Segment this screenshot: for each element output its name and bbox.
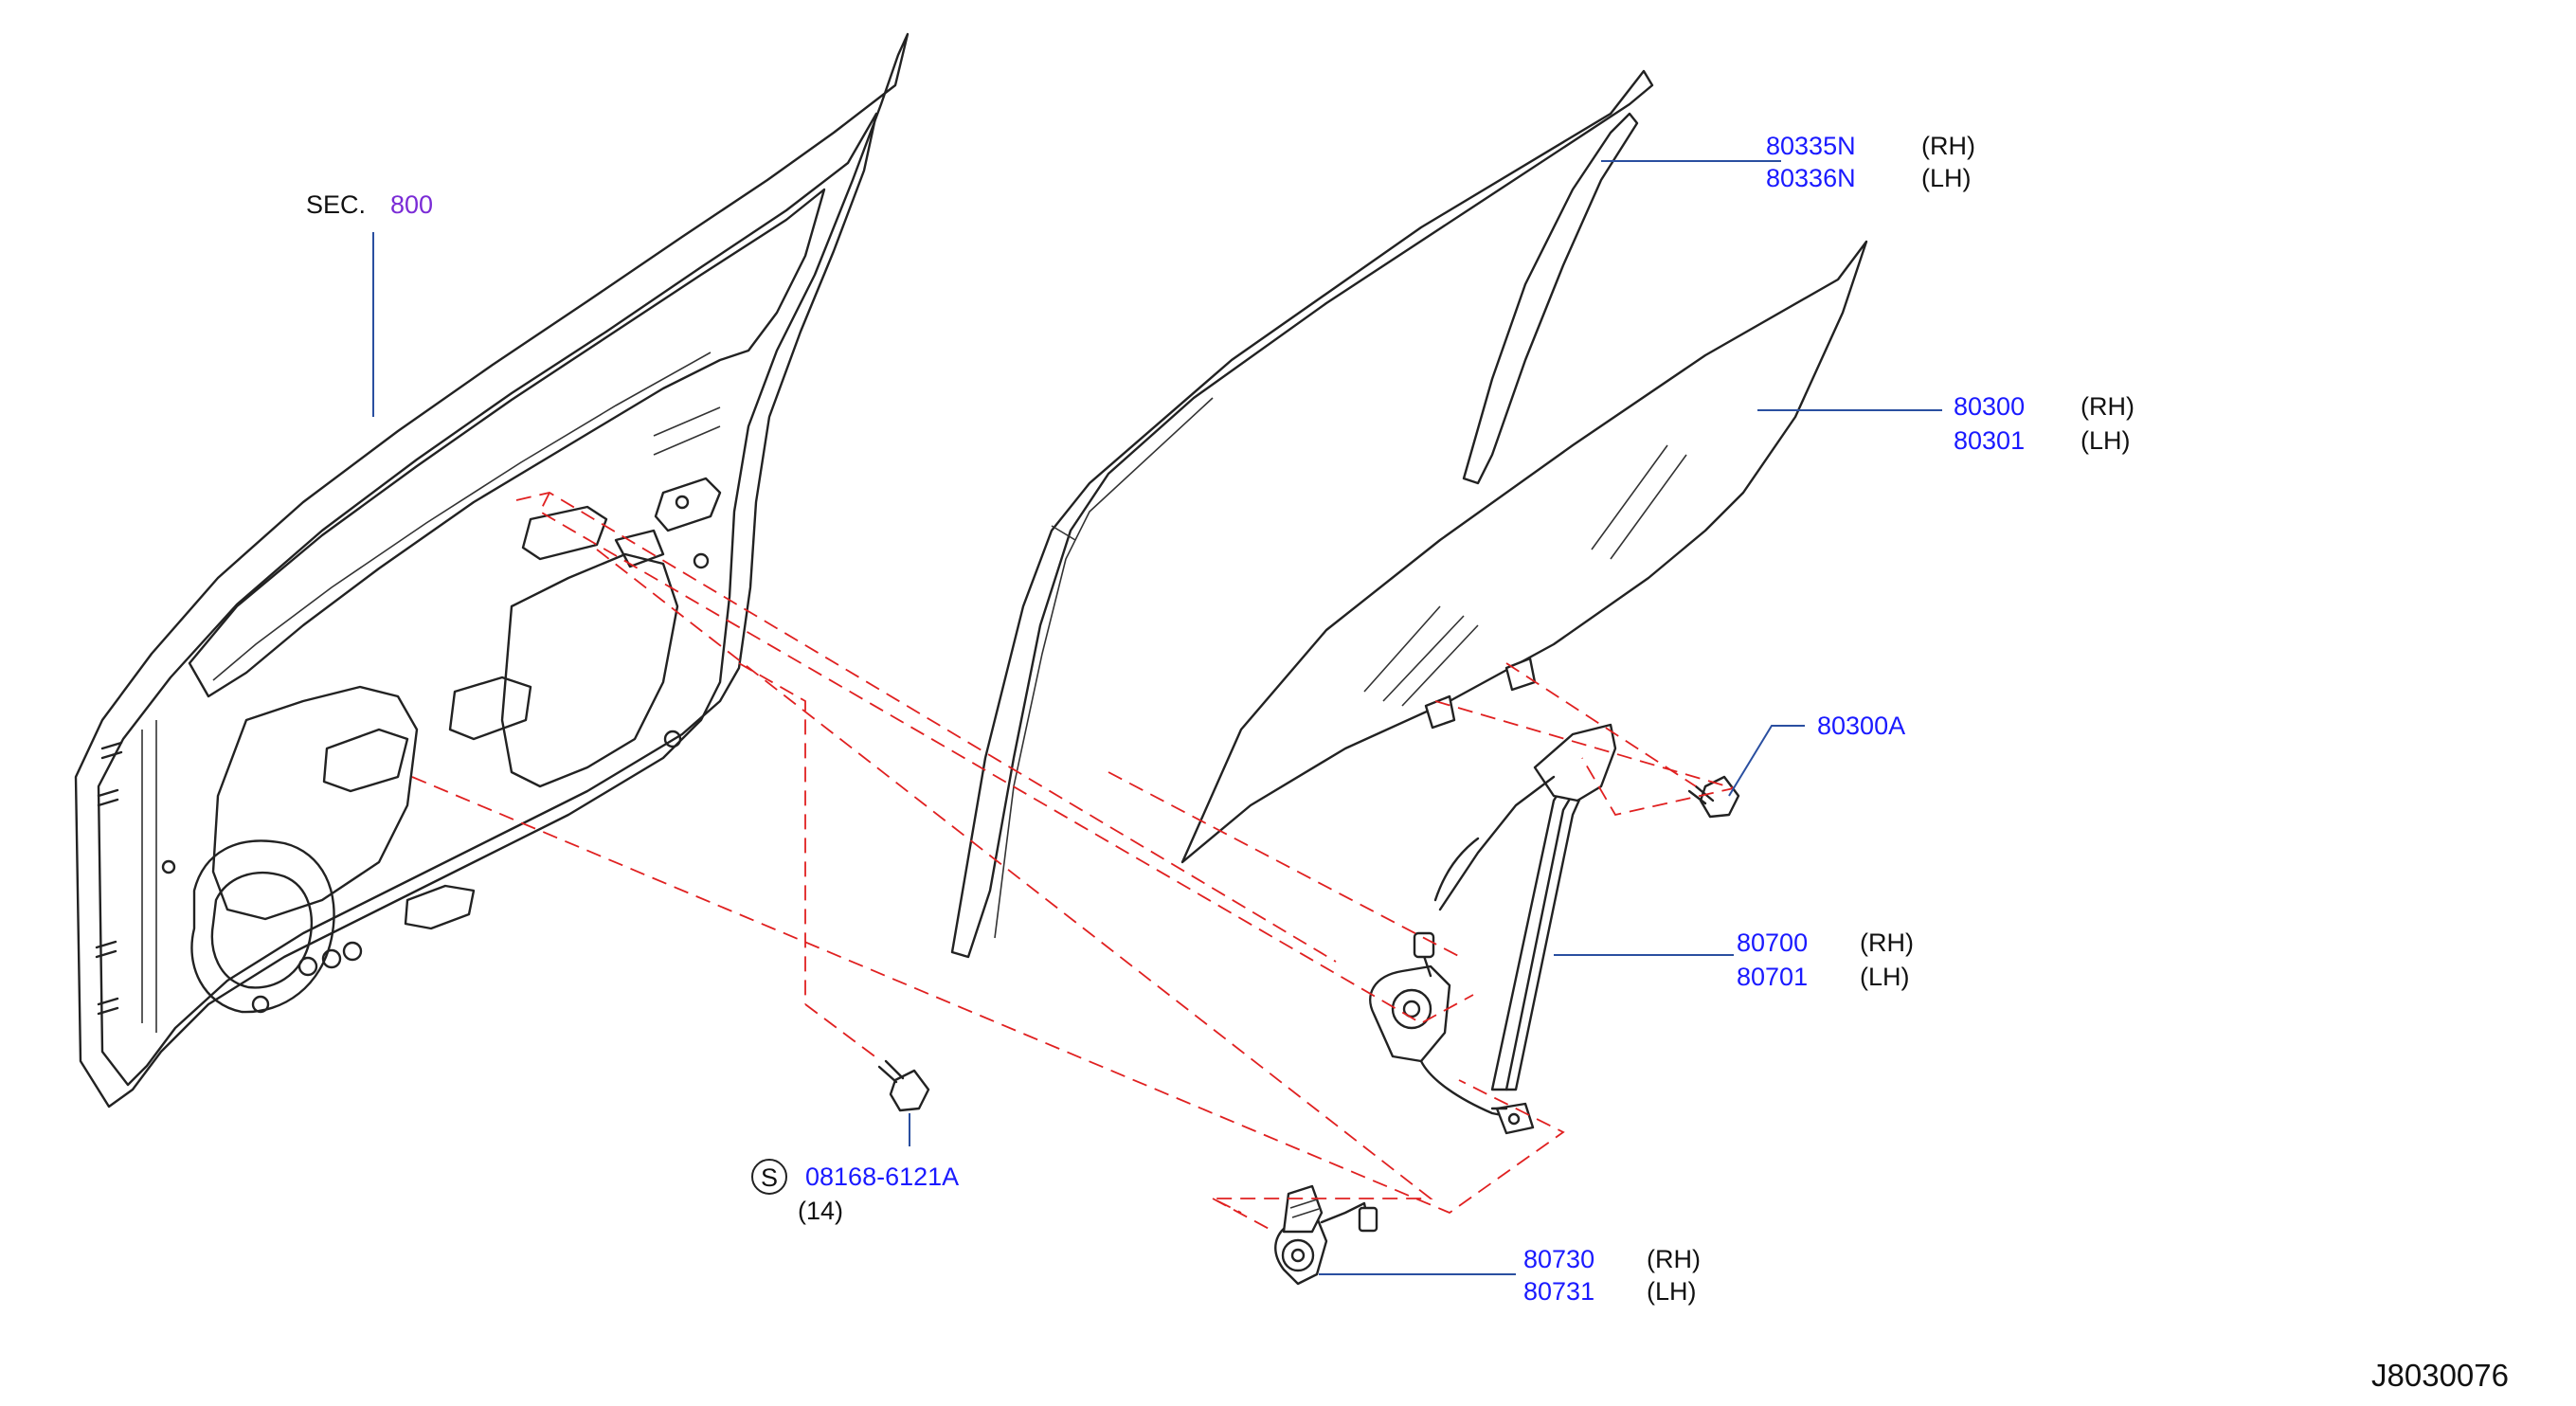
part-number-80700[interactable]: 80700 (1737, 928, 1808, 957)
label-window-regulator[interactable]: 80700 80701 (RH) (LH) (1737, 928, 1914, 991)
part-number-80335N[interactable]: 80335N (1766, 132, 1856, 160)
regulator-bolt-hardware (877, 1059, 930, 1112)
leader-lines (372, 160, 1942, 1275)
label-glass-run[interactable]: 80335N 80336N (RH) (LH) (1766, 132, 1975, 192)
side-rh: (RH) (2081, 392, 2135, 421)
label-sec-800: SEC. 800 (306, 190, 433, 219)
standard-part-symbol (751, 1159, 787, 1195)
side-lh: (LH) (1921, 164, 1972, 192)
regulator-motor (1274, 1184, 1378, 1286)
part-number-80300A[interactable]: 80300A (1817, 712, 1905, 740)
door-glass (1180, 240, 1868, 864)
window-regulator (1369, 723, 1617, 1135)
part-number-80336N[interactable]: 80336N (1766, 164, 1856, 192)
part-number-80300[interactable]: 80300 (1954, 392, 2025, 421)
side-rh: (RH) (1860, 928, 1914, 957)
part-number-80730[interactable]: 80730 (1523, 1245, 1594, 1273)
assembly-guides (411, 492, 1735, 1233)
part-number-08168-6121A[interactable]: 08168-6121A (805, 1163, 959, 1191)
part-number-80701[interactable]: 80701 (1737, 963, 1808, 991)
side-lh: (LH) (1860, 963, 1910, 991)
side-rh: (RH) (1647, 1245, 1701, 1273)
side-lh: (LH) (2081, 426, 2131, 455)
label-glass-bolt[interactable]: 80300A (1817, 712, 1905, 740)
side-lh: (LH) (1647, 1277, 1697, 1306)
label-regulator-motor[interactable]: 80730 80731 (RH) (LH) (1523, 1245, 1701, 1306)
glass-run-channel (950, 69, 1654, 959)
section-prefix: SEC. (306, 190, 366, 219)
door-panel (74, 32, 910, 1109)
label-regulator-bolt[interactable]: S 08168-6121A (14) (751, 1159, 959, 1225)
section-number: 800 (390, 190, 433, 219)
side-rh: (RH) (1921, 132, 1975, 160)
label-door-glass[interactable]: 80300 80301 (RH) (LH) (1954, 392, 2135, 455)
diagram-code: J8030076 (2371, 1358, 2509, 1393)
standard-part-symbol-letter: S (761, 1163, 778, 1192)
part-number-80731[interactable]: 80731 (1523, 1277, 1594, 1306)
glass-bolt-hardware (1687, 775, 1740, 819)
quantity: (14) (798, 1197, 843, 1225)
part-number-80301[interactable]: 80301 (1954, 426, 2025, 455)
